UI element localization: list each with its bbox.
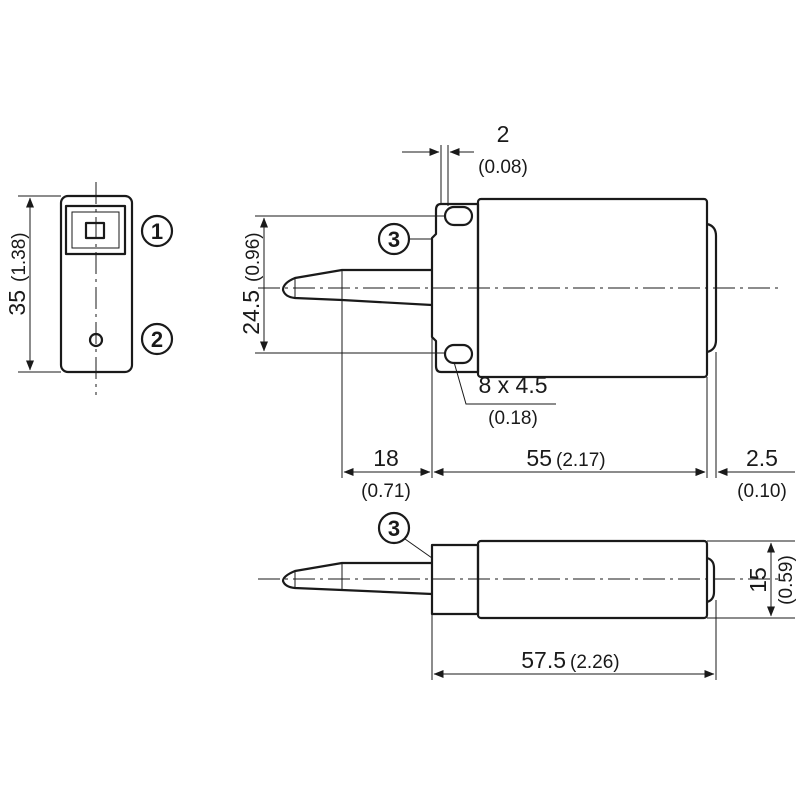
dim-24-5-mm: 24.5 (238, 290, 264, 335)
dim-35-mm: 35 (4, 290, 30, 316)
dim-2-mm: 2 (497, 121, 510, 147)
top-view-body (476, 197, 709, 379)
dim-55-mm: 55 (526, 445, 552, 471)
callout-3-bottom: 3 (377, 511, 433, 559)
dim-24-5-inch: (0.96) (243, 232, 264, 282)
side-view-cable (281, 561, 433, 596)
dim-15-mm: 15 (745, 567, 771, 593)
top-view-slot-upper (443, 205, 474, 227)
end-view-led (84, 221, 106, 240)
dim-8x4-5-mm: 8 x 4.5 (478, 372, 547, 398)
slot-leader (453, 361, 556, 405)
svg-text:2: 2 (151, 327, 163, 352)
dim-57-5-mm: 57.5 (521, 647, 566, 673)
callout-1: 1 (140, 214, 174, 248)
top-view: 24.5 (0.96) 2 (0.08) 8 x 4.5 (0.18) 3 18… (238, 121, 795, 502)
dim-2-5-mm: 2.5 (746, 445, 778, 471)
dim-35-inch: (1.38) (9, 232, 30, 282)
dim-18-inch: (0.71) (361, 481, 411, 502)
dim-18-mm: 18 (373, 445, 399, 471)
callout-3-top: 3 (377, 222, 432, 256)
svg-text:3: 3 (388, 516, 400, 541)
dim-57-5-inch: (2.26) (570, 652, 620, 673)
dim-8x4-5-inch: (0.18) (488, 408, 538, 429)
top-view-slot-lower (443, 343, 474, 365)
side-view: 3 15 (0.59) 57.5 (2.26) (258, 511, 797, 680)
dim-15-inch: (0.59) (776, 555, 797, 605)
callout-2: 2 (140, 322, 174, 356)
end-view: 35 (1.38) 1 2 (4, 182, 174, 395)
top-view-cable (281, 268, 433, 307)
dim-2-5-inch: (0.10) (737, 481, 787, 502)
dim-55-inch: (2.17) (556, 450, 606, 471)
dim-2-inch: (0.08) (478, 157, 528, 178)
side-view-body (476, 539, 709, 620)
top-view-flange (430, 202, 480, 374)
svg-text:1: 1 (151, 219, 163, 244)
svg-text:3: 3 (388, 227, 400, 252)
